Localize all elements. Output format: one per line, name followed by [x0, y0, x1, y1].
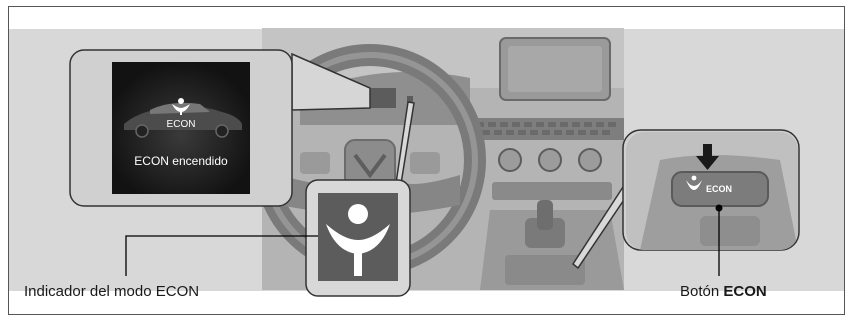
button-label-bold: ECON	[723, 283, 766, 300]
display-econ-badge: ECON	[167, 119, 196, 130]
display-caption: ECON encendido	[134, 154, 228, 168]
econ-button-text: ECON	[706, 184, 732, 194]
button-label: Botón ECON	[680, 283, 767, 300]
indicator-label: Indicador del modo ECON	[24, 283, 199, 300]
button-label-prefix: Botón	[680, 283, 719, 300]
